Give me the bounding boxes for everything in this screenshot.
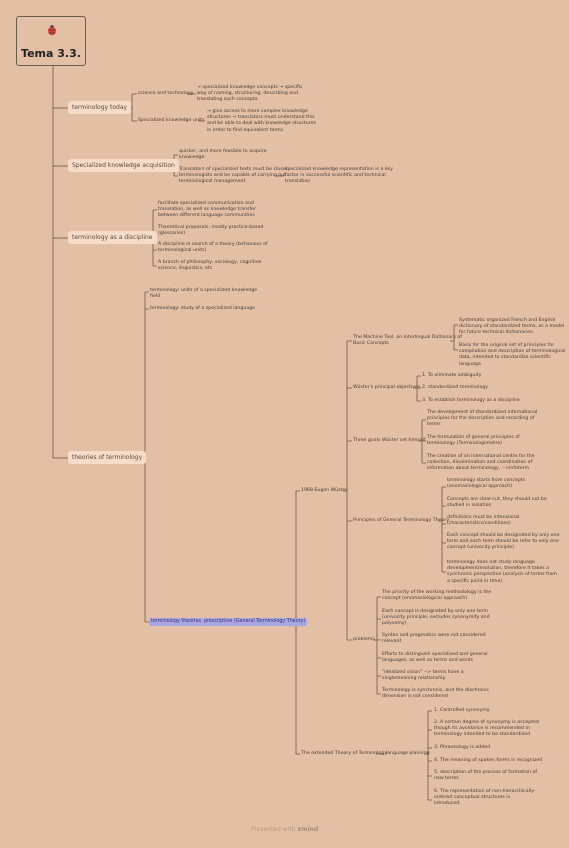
footer-credit: Presented with xmind [0,826,569,833]
node-terminology-today[interactable]: terminology today [68,101,132,114]
node-principle-4[interactable]: Each concept should be designated by onl… [447,533,560,551]
node-wuster-goals[interactable]: Three goals Wüster set himself [353,438,426,443]
node-specialized-knowledge-units[interactable]: Specialized knowledge units [138,118,205,123]
node-discipline-search-theory[interactable]: A discipline in search of a theory (beha… [158,242,268,254]
node-theory-study[interactable]: terminology: study of a specialized lang… [150,306,256,311]
node-acquisition-translators[interactable]: Translators of specialized texts must be… [179,167,288,185]
node-problem-6[interactable]: Terminology is synchronic, and the diach… [382,688,490,700]
node-objective-1[interactable]: 1. To eliminate ambiguity [422,373,482,378]
node-principle-2[interactable]: Concepts are clear-cut, they should not … [447,497,547,509]
node-wuster-objectives[interactable]: Wüster's principal objectives [353,385,421,390]
node-acquisition-quicker[interactable]: quicker, and more feasible to acquire kn… [179,149,267,161]
node-principle-1[interactable]: terminology starts from concepts (onomas… [447,478,526,490]
node-objective-3[interactable]: 3. To establish terminology as a discipl… [422,398,520,403]
node-objective-2[interactable]: 2. standardized terminology [422,385,489,390]
node-wuster-1968[interactable]: 1968 Eugen Wüster [301,488,348,493]
node-science-technology[interactable]: science and technology [138,91,194,96]
node-gtt-principles[interactable]: Principles of General Terminology Theory [353,518,450,523]
node-theory-units[interactable]: terminology: units of a specialized know… [150,288,258,300]
ladybug-icon [47,25,57,36]
node-goal-3[interactable]: The creation of an international centre … [427,454,535,472]
node-discipline-theoretical[interactable]: Theoretical proposals: mostly practice-b… [158,225,264,237]
node-problem-2[interactable]: Each concept is designated by only one t… [382,609,490,627]
node-principle-5[interactable]: terminology does not study language deve… [447,560,558,584]
node-problem-4[interactable]: Efforts to distinguish specialized and g… [382,652,488,664]
node-units-desc[interactable]: → give access to more complex knowledge … [207,109,316,133]
node-extended-3[interactable]: 3. Phraseology is added [434,745,491,750]
node-machine-tool[interactable]: The Machine Tool. an Interlingual Dictio… [353,335,462,347]
node-machine-tool-dictionary[interactable]: Systematic organized French and English … [459,318,565,336]
node-extended-2[interactable]: 2. A certain degree of synonymy is accep… [434,720,539,738]
node-terminology-as-discipline[interactable]: terminology as a discipline [68,231,157,244]
node-extended-6[interactable]: 6. The representation of non-hierarchica… [434,789,536,807]
node-science-technology-desc[interactable]: → specialized knowledge concepts → speci… [197,85,303,103]
node-principle-3[interactable]: definitions must be intensional (charact… [447,515,520,527]
node-specialized-knowledge-acquisition[interactable]: Specialized knowledge acquisition [68,159,179,172]
node-extended-1[interactable]: 1. Controlled synonymy [434,708,490,713]
node-goal-1[interactable]: The development of standardized internat… [427,410,538,428]
node-extended-4[interactable]: 4. The meaning of spoken forms is recogn… [434,758,543,763]
node-language-planning[interactable]: language planning [386,751,430,756]
footer-presented: Presented with [250,826,296,833]
node-problem-3[interactable]: Syntax and pragmatics were not considere… [382,633,486,645]
node-terminology-theories[interactable]: terminology theories [149,618,203,626]
node-prescriptive-gtt[interactable]: prescriptive (General Terminology Theory… [202,618,308,626]
node-problem-1[interactable]: The priority of the working methodology … [382,590,492,602]
root-topic[interactable]: Tema 3.3. [16,16,86,66]
node-goal-2[interactable]: The formulation of general principles of… [427,435,520,447]
node-acquisition-representation[interactable]: specialized knowledge representation is … [285,167,394,185]
footer-brand: xmind [297,826,319,833]
node-discipline-branch[interactable]: A branch of philosophy, sociology, cogni… [158,260,262,272]
root-title: Tema 3.3. [21,47,81,60]
node-problem-5[interactable]: "idealized vision" --> terms have a sing… [382,670,464,682]
node-problems[interactable]: problems [353,637,375,642]
node-theories-of-terminology[interactable]: theories of terminology [68,451,147,464]
node-extended-theory[interactable]: The extended Theory of Terminology [301,751,388,756]
node-machine-tool-basis[interactable]: Basis for the original set of principles… [459,343,566,367]
node-extended-5[interactable]: 5. description of the process of formati… [434,770,538,782]
node-discipline-facilitate[interactable]: facilitate specialized communication and… [158,201,257,219]
